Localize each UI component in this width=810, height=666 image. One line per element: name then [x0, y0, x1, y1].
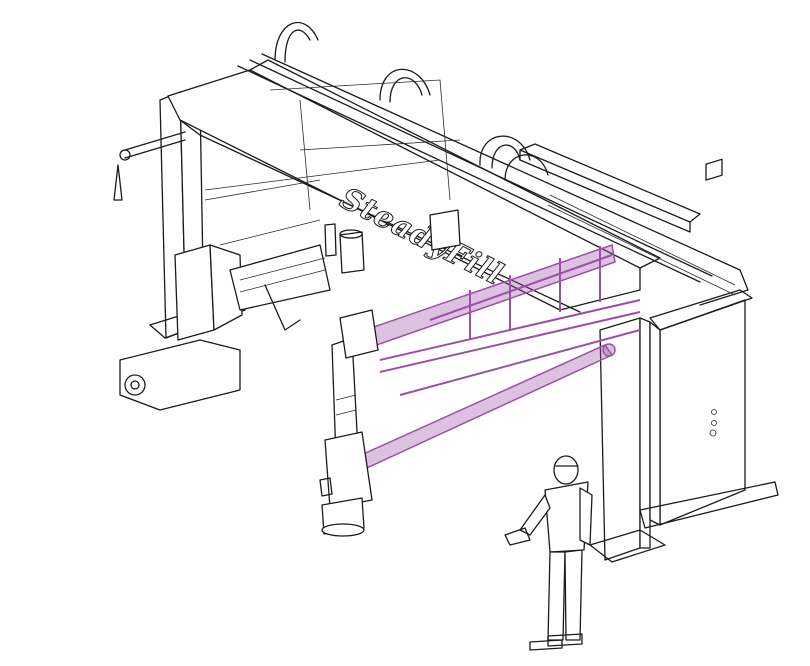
vertical-fill-head	[319, 309, 379, 537]
display-panel	[705, 158, 723, 181]
drive-motor-assembly	[119, 244, 331, 411]
indicator-light	[711, 420, 717, 426]
pendant-control	[113, 131, 186, 201]
gantry-frame	[149, 53, 749, 563]
cable-carrier-chains	[274, 22, 549, 181]
human-figure	[504, 455, 593, 651]
filter-canisters	[324, 209, 461, 274]
control-cabinet	[639, 158, 779, 529]
top-rail-beam	[519, 143, 736, 296]
highlighted-boom-arm	[337, 244, 641, 473]
indicator-light	[711, 409, 717, 415]
indicator-light	[709, 429, 717, 437]
